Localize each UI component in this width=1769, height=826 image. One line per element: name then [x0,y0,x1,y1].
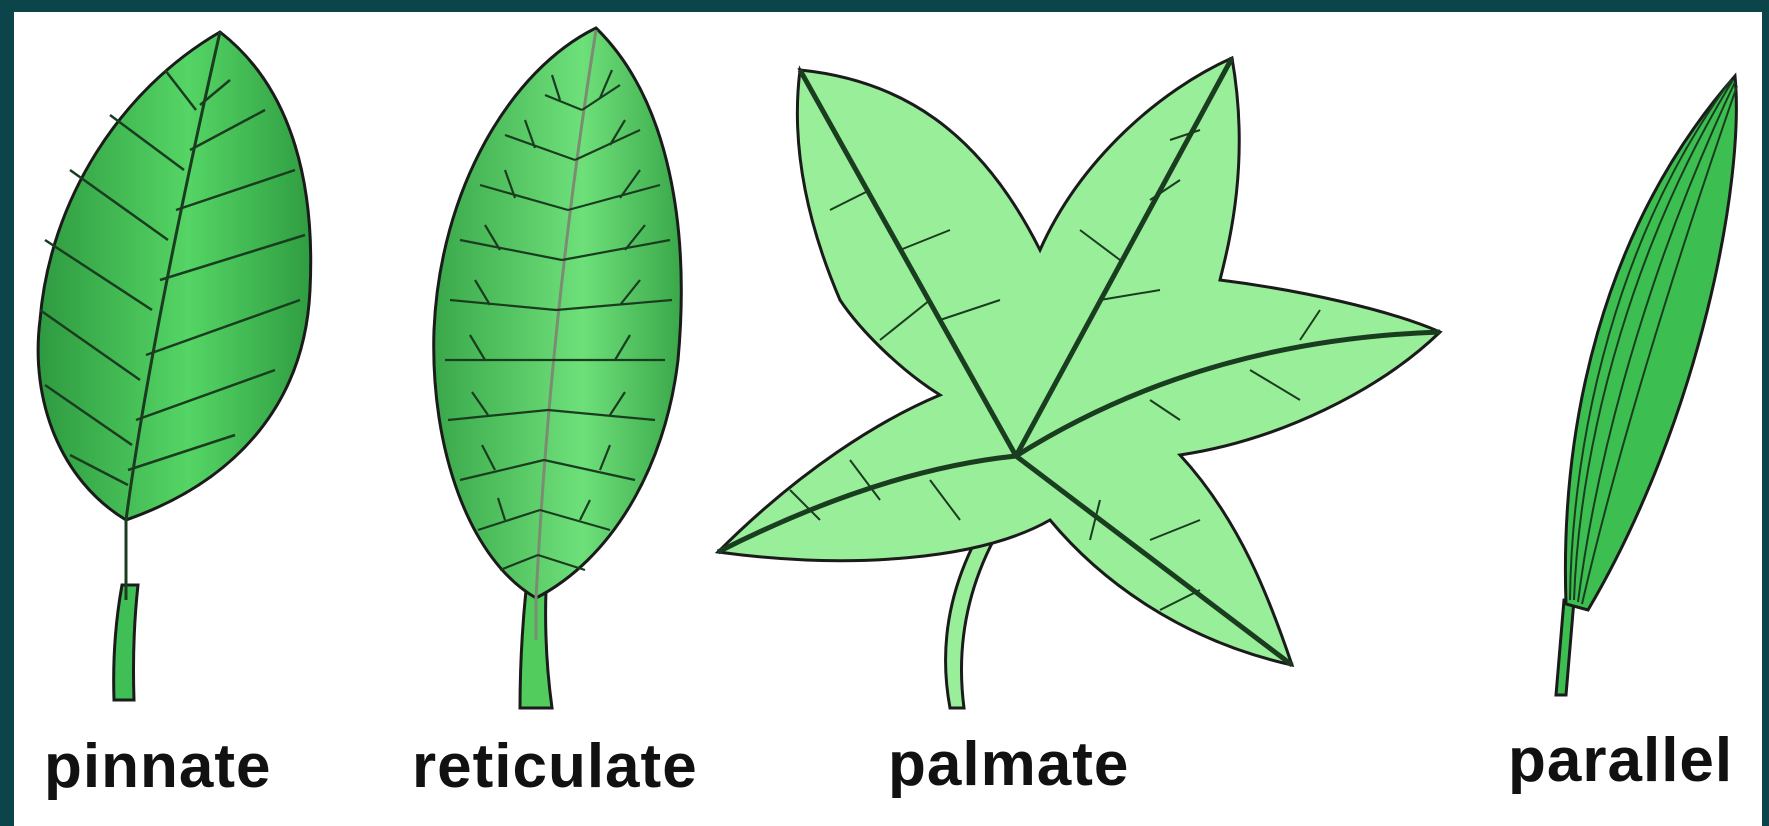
parallel-leaf [1556,76,1737,695]
reticulate-label: reticulate [412,736,698,798]
palmate-leaf [718,58,1440,708]
leaf-venation-illustration [14,12,1762,826]
reticulate-leaf [434,28,682,708]
pinnate-leaf [38,32,311,700]
diagram-panel: pinnate reticulate palmate parallel [14,12,1762,826]
palmate-label: palmate [888,734,1129,796]
parallel-label: parallel [1508,730,1733,792]
pinnate-label: pinnate [44,736,271,798]
